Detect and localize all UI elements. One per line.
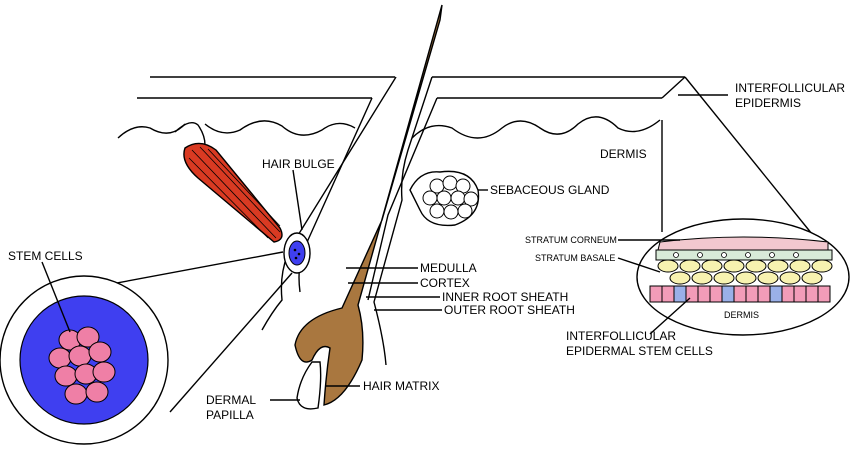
- label-stratum-basale: STRATUM BASALE: [535, 253, 615, 263]
- label-interfollicular: INTERFOLLICULAR: [735, 81, 845, 95]
- leader-lines: [41, 94, 728, 401]
- label-papilla: PAPILLA: [206, 408, 254, 422]
- label-inset-dermis: DERMIS: [724, 310, 759, 320]
- follicle-outer-wall-right: [373, 76, 433, 366]
- follicle-inner-wall-right: [367, 97, 438, 301]
- label-sebaceous-gland: SEBACEOUS GLAND: [490, 183, 610, 197]
- label-ifs-line1: INTERFOLLICULAR: [566, 329, 676, 343]
- label-stratum-corneum: STRATUM CORNEUM: [525, 235, 617, 245]
- label-outer-root-sheath: OUTER ROOT SHEATH: [444, 303, 575, 317]
- label-dermal: DERMAL: [206, 393, 256, 407]
- sebaceous-gland: [409, 170, 480, 227]
- follicle-inner-wall-left: [298, 97, 373, 293]
- label-stem-cells: STEM CELLS: [8, 249, 83, 263]
- stem-cells-inset: [0, 275, 169, 445]
- label-hair-matrix: HAIR MATRIX: [363, 379, 439, 393]
- label-cortex: CORTEX: [420, 276, 470, 290]
- hair-bulge-niche: [283, 232, 311, 274]
- arrector-pili-muscle: [174, 122, 283, 243]
- dermal-papilla: [296, 361, 322, 410]
- hair-shaft: [294, 4, 443, 406]
- label-inner-root-sheath: INNER ROOT SHEATH: [442, 290, 568, 304]
- follicle-outer-wall-left: [261, 76, 397, 331]
- label-hair-bulge: HAIR BULGE: [262, 157, 335, 171]
- skin-surface: [137, 76, 686, 99]
- label-ifs-line2: EPIDERMAL STEM CELLS: [566, 344, 713, 358]
- label-medulla: MEDULLA: [420, 261, 477, 275]
- label-dermis: DERMIS: [600, 147, 647, 161]
- epidermis-inset: [636, 76, 850, 336]
- label-epidermis: EPIDERMIS: [735, 96, 801, 110]
